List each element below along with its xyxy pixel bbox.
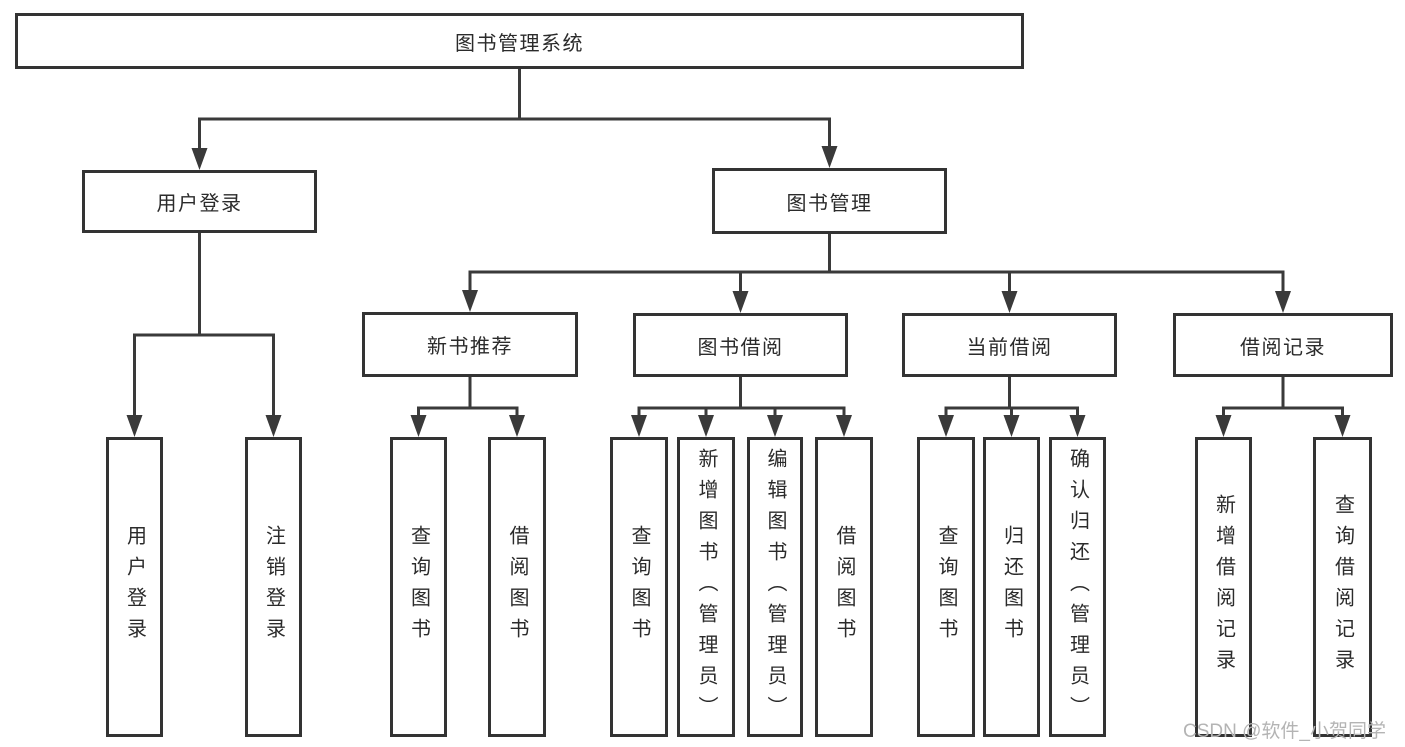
leaf-add-book-admin-label: 新增图书（管理员） [695,447,717,727]
leaf-edit-book-admin: 编辑图书（管理员） [747,437,803,737]
leaf-query-borrow-record: 查询借阅记录 [1313,437,1372,737]
arrowhead-icon [1003,415,1020,437]
leaf-borrow-books-2-label: 借阅图书 [833,525,855,649]
node-current-borrowing: 当前借阅 [902,313,1117,377]
node-book-borrowing-label: 图书借阅 [697,336,784,359]
leaf-query-books-2: 查询图书 [610,437,668,737]
leaf-add-borrow-record: 新增借阅记录 [1195,437,1252,737]
leaf-add-borrow-record-label: 新增借阅记录 [1212,494,1235,680]
node-book-borrowing: 图书借阅 [633,313,848,377]
leaf-logout-login-label: 注销登录 [262,525,285,649]
leaf-borrow-books-2: 借阅图书 [815,437,873,737]
node-new-book-recommendation: 新书推荐 [362,312,578,377]
node-library-management-system-label: 图书管理系统 [455,32,584,55]
arrowhead-icon [631,415,647,437]
arrowhead-icon [462,290,478,312]
leaf-query-borrow-record-label: 查询借阅记录 [1331,494,1354,680]
arrowhead-icon [1001,291,1018,313]
node-library-management-system: 图书管理系统 [15,13,1024,69]
arrowhead-icon [1334,415,1351,437]
node-book-management: 图书管理 [712,168,947,234]
leaf-add-book-admin: 新增图书（管理员） [677,437,735,737]
leaf-borrow-books-1: 借阅图书 [488,437,546,737]
arrowhead-icon [821,146,838,168]
leaf-user-login-label: 用户登录 [123,525,146,649]
node-user-login-label: 用户登录 [156,193,243,215]
watermark: CSDN @软件_小贺同学 [1183,721,1386,742]
leaf-edit-book-admin-label: 编辑图书（管理员） [764,447,786,727]
node-new-book-recommendation-label: 新书推荐 [427,336,513,358]
node-borrowing-records: 借阅记录 [1173,313,1393,377]
leaf-query-books-3: 查询图书 [917,437,975,737]
arrowhead-icon [265,415,282,437]
leaf-logout-login: 注销登录 [245,437,302,737]
leaf-confirm-return-admin: 确认归还（管理员） [1049,437,1106,737]
node-borrowing-records-label: 借阅记录 [1240,336,1326,359]
arrowhead-icon [1275,291,1291,313]
arrowhead-icon [126,415,143,437]
arrowhead-icon [938,415,954,437]
leaf-query-books-2-label: 查询图书 [628,525,650,649]
arrowhead-icon [191,148,208,170]
arrowhead-icon [732,291,749,313]
node-book-management-label: 图书管理 [786,192,873,215]
arrowhead-icon [1215,415,1232,437]
arrowhead-icon [836,415,852,437]
arrowhead-icon [698,415,714,437]
node-user-login: 用户登录 [82,170,317,233]
leaf-borrow-books-1-label: 借阅图书 [506,525,528,649]
arrowhead-icon [410,415,427,437]
arrowhead-icon [767,415,783,437]
leaf-confirm-return-admin-label: 确认归还（管理员） [1066,447,1089,727]
leaf-user-login: 用户登录 [106,437,163,737]
leaf-query-books-1: 查询图书 [390,437,447,737]
node-current-borrowing-label: 当前借阅 [966,336,1053,359]
leaf-return-books: 归还图书 [983,437,1040,737]
arrowhead-icon [509,415,525,437]
leaf-query-books-1-label: 查询图书 [407,525,430,649]
leaf-return-books-label: 归还图书 [1000,525,1023,649]
arrowhead-icon [1069,415,1086,437]
leaf-query-books-3-label: 查询图书 [935,525,957,649]
